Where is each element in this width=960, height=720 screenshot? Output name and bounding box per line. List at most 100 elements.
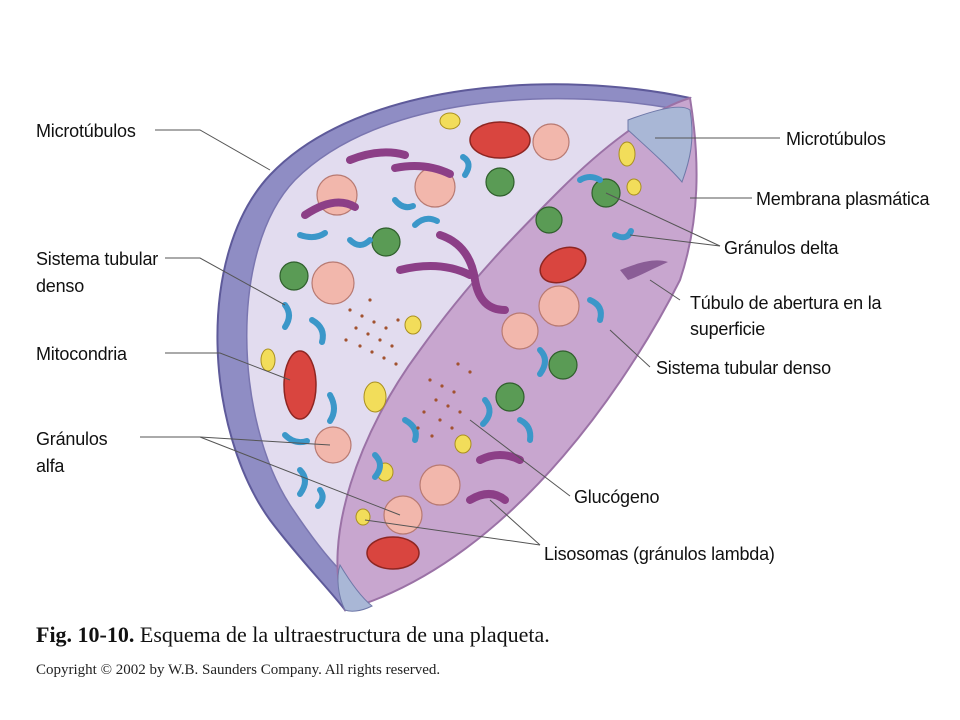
alpha-granule <box>311 261 355 305</box>
tubule <box>297 467 308 497</box>
glycogen-particle <box>440 384 444 388</box>
label-granulos-alfa-line1: Gránulos <box>36 429 108 449</box>
canaliculus <box>396 262 474 279</box>
glycogen-particle <box>468 370 472 374</box>
glycogen-particle <box>438 418 442 422</box>
lysosome <box>355 508 371 526</box>
alpha-granule <box>501 312 539 350</box>
tubule <box>282 432 310 446</box>
glycogen-particle <box>458 410 462 414</box>
glycogen-particle <box>382 356 386 360</box>
figure-caption: Fig. 10-10. Esquema de la ultraestructur… <box>36 622 550 648</box>
lysosome <box>260 348 276 372</box>
alpha-granule <box>538 285 580 327</box>
tubule <box>327 392 337 424</box>
leader-line-glucogeno <box>469 419 571 497</box>
glycogen-particle <box>434 398 438 402</box>
tubule <box>372 452 383 480</box>
microtubule-band-right <box>627 106 693 183</box>
label-lisosomas: Lisosomas (gránulos lambda) <box>544 544 775 564</box>
alpha-granule <box>532 123 570 161</box>
figure-caption-text: Esquema de la ultraestructura de una pla… <box>134 622 550 647</box>
glycogen-particle <box>344 338 348 342</box>
lysosome <box>363 381 387 413</box>
glycogen-particle <box>366 332 370 336</box>
open-canalicular-system-group <box>301 148 524 504</box>
canaliculus <box>466 490 509 504</box>
label-mitocondria: Mitocondria <box>36 344 127 364</box>
canaliculus <box>391 162 454 178</box>
delta-granule <box>548 350 578 380</box>
tubule <box>517 417 534 443</box>
lysosome <box>618 141 636 167</box>
glycogen-particle <box>368 298 372 302</box>
leader-line-delta-2 <box>629 234 721 247</box>
microtubule-band-bottom <box>337 563 373 612</box>
tubule <box>480 397 493 427</box>
label-tubulo-abertura-line2: superficie <box>690 319 766 339</box>
glycogen-particle <box>430 434 434 438</box>
glycogen-particle <box>446 404 450 408</box>
glycogen-particle <box>416 426 420 430</box>
leader-line-delta-1 <box>605 192 721 247</box>
label-sistema-tubular-denso-right: Sistema tubular denso <box>656 358 831 378</box>
lysosome <box>404 315 422 335</box>
glycogen-particle <box>378 338 382 342</box>
tubule <box>587 297 604 323</box>
delta-granule <box>485 167 515 197</box>
delta-granule <box>535 206 563 234</box>
canaliculus <box>346 148 409 164</box>
glycogen-particle <box>370 350 374 354</box>
leader-line-mitocondria <box>165 352 291 381</box>
glycogen-particle <box>456 362 460 366</box>
label-granulos-alfa-line2: alfa <box>36 456 65 476</box>
mitochondrion <box>366 536 420 570</box>
leader-line-tubulo <box>649 279 681 301</box>
figure-number: Fig. 10-10. <box>36 622 135 647</box>
leader-line-sistema-tubular <box>165 257 286 306</box>
glycogen-particle <box>354 326 358 330</box>
glycogen-particle <box>394 362 398 366</box>
lysosome <box>454 434 472 454</box>
canaliculus <box>436 231 509 314</box>
label-glucogeno: Glucógeno <box>574 487 660 507</box>
tubule <box>297 230 328 241</box>
leader-line-lisosomas-1 <box>489 499 541 546</box>
copyright-notice: Copyright © 2002 by W.B. Saunders Compan… <box>36 662 441 678</box>
leader-line-lisosomas-2 <box>364 519 541 546</box>
label-microtubulos-right: Microtúbulos <box>786 129 886 149</box>
glycogen-particle <box>428 378 432 382</box>
tubule <box>347 237 373 248</box>
tubule <box>577 174 603 183</box>
label-sistema-tubular-denso-line2: denso <box>36 276 85 296</box>
glycogen-particle <box>360 314 364 318</box>
glycogen-dots-group <box>344 298 472 438</box>
lysosomes-group <box>260 112 642 526</box>
glycogen-particle <box>390 344 394 348</box>
label-membrana-plasmatica: Membrana plasmática <box>756 189 930 209</box>
tubule <box>537 347 548 377</box>
tubule <box>282 302 292 330</box>
lysosome <box>626 178 642 196</box>
glycogen-particle <box>422 410 426 414</box>
alpha-granule <box>314 426 352 464</box>
dense-tubular-system-group <box>282 154 634 509</box>
mitochondrion <box>539 246 587 284</box>
canaliculus <box>301 198 359 219</box>
tubule <box>412 215 440 228</box>
label-sistema-tubular-denso-line1: Sistema tubular <box>36 249 159 269</box>
tubule <box>309 317 326 345</box>
alpha-granule <box>383 495 423 535</box>
delta-granule <box>371 227 401 257</box>
surface-opening-notch <box>620 260 668 280</box>
alpha-granule <box>419 464 461 506</box>
glycogen-particle <box>396 318 400 322</box>
label-microtubulos-left: Microtúbulos <box>36 121 136 141</box>
glycogen-particle <box>348 308 352 312</box>
leader-lines-group <box>140 129 780 546</box>
tubule <box>460 154 472 178</box>
label-granulos-delta: Gránulos delta <box>724 238 839 258</box>
label-tubulo-abertura-line1: Túbulo de abertura en la <box>690 293 882 313</box>
tubule <box>612 228 634 241</box>
